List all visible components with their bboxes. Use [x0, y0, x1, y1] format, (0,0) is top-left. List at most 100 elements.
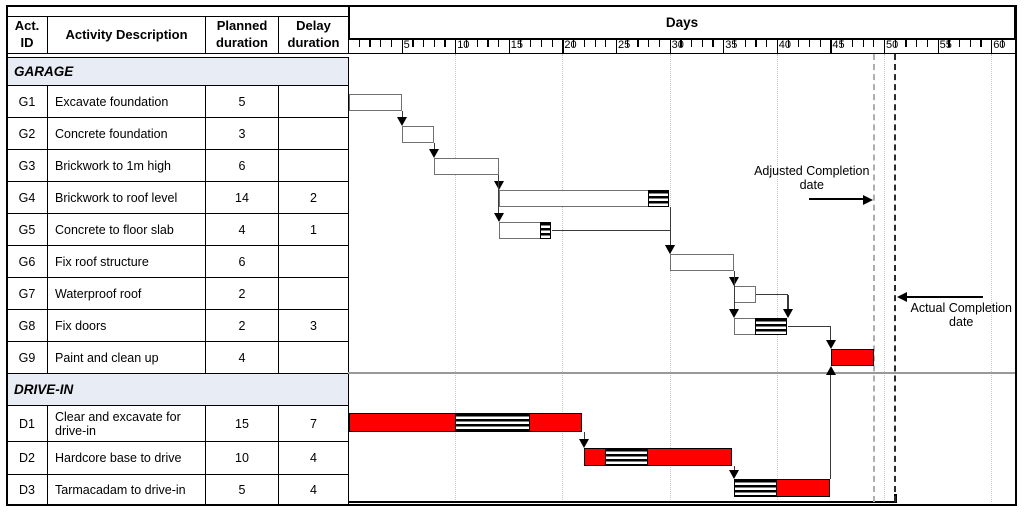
- gridline-day-50: [884, 54, 885, 502]
- axis-tick-day-5: [401, 40, 403, 53]
- axis-tick-day-49: [873, 40, 875, 47]
- row-G5-id: G5: [6, 213, 48, 246]
- connector-G7-G8-arrow: [783, 309, 794, 318]
- table-header-planned-line: duration: [216, 35, 268, 50]
- row-G6-desc: Fix roof structure: [47, 245, 206, 278]
- axis-label-day-60: 60: [993, 38, 1006, 51]
- row-G7-planned: 2: [205, 277, 279, 310]
- connector-G6-G8-vline: [733, 271, 735, 310]
- axis-tick-day-20: [562, 40, 564, 53]
- axis-tick-day-58: [969, 40, 971, 47]
- connector-D3-G9-vline: [830, 374, 832, 479]
- milestone-line-adjusted: [872, 54, 875, 502]
- axis-tick-day-1: [358, 40, 360, 47]
- bar-D1-segment-delay: [454, 413, 530, 432]
- row-G7-delay: [278, 277, 349, 310]
- bar-D1-segment-critical: [528, 413, 583, 432]
- axis-tick-day-8: [433, 40, 435, 47]
- axis-tick-day-17: [530, 40, 532, 47]
- connector-G2-G3-vline: [433, 143, 435, 150]
- axis-tick-day-18: [540, 40, 543, 47]
- bar-G8: [734, 318, 788, 335]
- row-G8-planned: 2: [205, 309, 279, 342]
- axis-tick-day-52: [905, 40, 907, 47]
- axis-tick-day-10: [455, 40, 457, 53]
- gridline-day-40: [776, 54, 778, 502]
- bar-D2-segment-delay: [604, 448, 648, 466]
- axis-label-day-30: 30: [671, 38, 684, 51]
- row-D1-id: D1: [6, 405, 48, 442]
- axis-tick-day-24: [605, 40, 607, 47]
- annotation-adjusted-line: Adjusted Completion: [754, 164, 870, 178]
- connector-G8-G9-vline: [830, 326, 832, 341]
- axis-tick-day-61: [1001, 40, 1004, 47]
- bar-G3: [434, 158, 499, 175]
- axis-tick-day-48: [862, 40, 864, 47]
- bar-D2: [584, 448, 734, 466]
- bar-G6-segment-planned: [670, 254, 735, 271]
- bar-G1-segment-planned: [348, 94, 403, 111]
- connector-D2-D3-vline: [733, 466, 735, 471]
- connector-D2-D3-arrow: [729, 470, 740, 479]
- gridline-day-10: [455, 54, 457, 502]
- section-band-garage: GARAGE: [6, 57, 349, 86]
- table-header-planned-line: Planned: [216, 18, 268, 34]
- axis-label-day-45: 45: [832, 38, 845, 51]
- connector-G6-G8-arrow: [729, 309, 740, 318]
- bar-D1-segment-critical: [348, 413, 456, 432]
- annotation-actual-arrow-line: [906, 295, 984, 298]
- axis-tick-day-25: [616, 40, 618, 53]
- axis-label-day-50: 50: [886, 38, 899, 51]
- row-G3-planned: 6: [205, 149, 279, 182]
- axis-tick-day-15: [508, 40, 510, 53]
- bar-G4: [498, 190, 671, 207]
- bar-G9: [830, 349, 874, 366]
- chart-top-border: [348, 52, 1016, 54]
- bar-G7-segment-planned: [734, 286, 756, 303]
- section-divider-line: [348, 372, 1016, 374]
- row-G9-delay: [278, 341, 349, 374]
- annotation-actual-arrowhead: [896, 291, 907, 302]
- row-G8-delay: 3: [278, 309, 349, 342]
- axis-tick-day-11: [465, 40, 468, 47]
- axis-tick-day-9: [444, 40, 446, 47]
- row-G2-planned: 3: [205, 117, 279, 150]
- bar-D1: [348, 413, 585, 432]
- bar-G9-segment-critical: [830, 349, 874, 366]
- bar-G4-segment-delay: [647, 190, 670, 207]
- row-G4-planned: 14: [205, 181, 279, 214]
- axis-tick-day-27: [637, 40, 639, 47]
- table-header-delay-line: duration: [287, 35, 340, 50]
- connector-G1-G2-vline: [401, 111, 403, 118]
- axis-tick-day-14: [498, 40, 500, 47]
- annotation-actual-line: date: [949, 315, 974, 330]
- row-G3-desc: Brickwork to 1m high: [47, 149, 206, 182]
- bar-G7: [734, 286, 756, 303]
- bar-G8-segment-planned: [734, 318, 756, 335]
- annotation-actual-line: Actual Completion: [910, 301, 1012, 315]
- axis-tick-day-28: [648, 40, 650, 47]
- axis-tick-day-33: [701, 40, 703, 47]
- axis-label-day-10: 10: [457, 38, 470, 51]
- axis-label-day-20: 20: [564, 38, 577, 51]
- connector-G3-G5-arrow: [493, 213, 504, 222]
- axis-tick-day-7: [423, 40, 425, 47]
- table-header-id: Act.ID: [6, 16, 48, 54]
- axis-tick-day-44: [819, 40, 821, 47]
- axis-tick-day-3: [380, 40, 382, 47]
- row-G4-desc: Brickwork to roof level: [47, 181, 206, 214]
- axis-tick-day-0: [348, 40, 350, 47]
- axis-tick-day-51: [894, 40, 896, 47]
- gridline-day-60: [991, 54, 993, 502]
- axis-tick-day-2: [369, 40, 371, 47]
- row-D3-planned: 5: [205, 474, 279, 506]
- axis-label-day-15: 15: [510, 38, 524, 51]
- connector-G7-G8-vline: [787, 294, 789, 310]
- row-D2-desc: Hardcore base to drive: [47, 441, 206, 475]
- connector-D3-G9-arrow: [825, 366, 836, 375]
- row-G9-id: G9: [6, 341, 48, 374]
- row-G2-desc: Concrete foundation: [47, 117, 206, 150]
